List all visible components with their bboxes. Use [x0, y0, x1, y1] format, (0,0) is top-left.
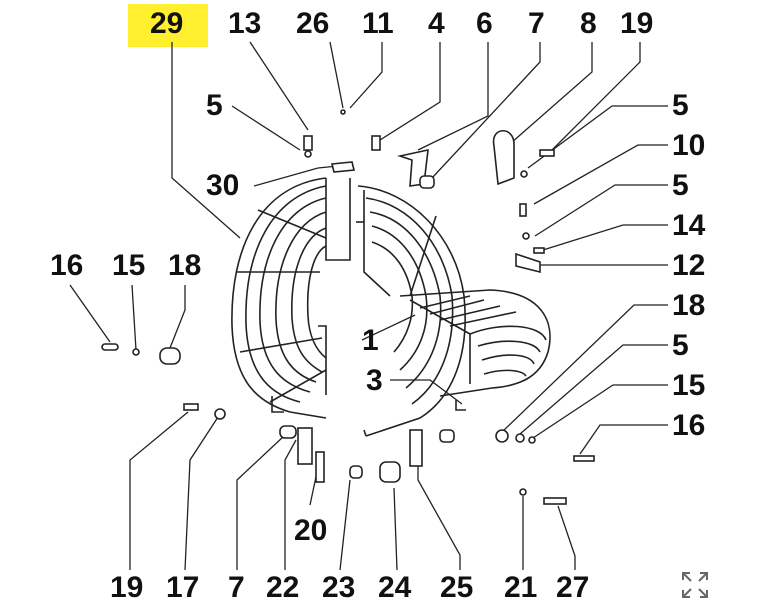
- leader-lines: [69, 41, 668, 571]
- callout-c14: 14: [672, 209, 706, 242]
- callout-c18b: 18: [672, 289, 706, 322]
- callout-c15a: 15: [112, 249, 146, 282]
- callout-c22: 22: [266, 571, 300, 604]
- callout-c3: 3: [366, 364, 383, 397]
- callout-c4: 4: [428, 7, 445, 40]
- callout-c12: 12: [672, 249, 706, 282]
- callout-c16b: 16: [672, 409, 706, 442]
- hardware: [101, 109, 595, 505]
- callout-c25: 25: [440, 571, 474, 604]
- callout-c11: 11: [362, 7, 394, 40]
- callout-c30: 30: [206, 169, 240, 202]
- callout-c24: 24: [378, 571, 412, 604]
- callout-c5c: 5: [672, 169, 689, 202]
- callout-c7a: 7: [528, 7, 545, 40]
- callout-c16a: 16: [50, 249, 84, 282]
- callout-c23: 23: [322, 571, 356, 604]
- callout-c7b: 7: [228, 571, 245, 604]
- callout-c19b: 19: [110, 571, 144, 604]
- callout-c21: 21: [504, 571, 538, 604]
- expand-view-button[interactable]: [680, 570, 710, 600]
- callout-c27: 27: [556, 571, 590, 604]
- callout-c5a: 5: [206, 89, 223, 122]
- front-guard: [356, 185, 466, 437]
- callout-c18a: 18: [168, 249, 202, 282]
- callout-c19a: 19: [620, 7, 654, 40]
- callout-c1: 1: [362, 324, 379, 357]
- callout-c13: 13: [228, 7, 262, 40]
- callout-c17: 17: [166, 571, 200, 604]
- duct-housing: [399, 289, 551, 411]
- callout-c8: 8: [580, 7, 597, 40]
- callout-c6: 6: [476, 7, 493, 40]
- callout-c15b: 15: [672, 369, 706, 402]
- callout-c20: 20: [294, 514, 328, 547]
- expand-icon: [682, 572, 708, 598]
- callout-c26: 26: [296, 7, 330, 40]
- callout-c10: 10: [672, 129, 706, 162]
- callout-c5b: 5: [672, 89, 689, 122]
- rear-guard: [231, 177, 351, 419]
- callout-c29: 29: [150, 7, 184, 40]
- part-29-highlight: [128, 4, 208, 47]
- callout-c5d: 5: [672, 329, 689, 362]
